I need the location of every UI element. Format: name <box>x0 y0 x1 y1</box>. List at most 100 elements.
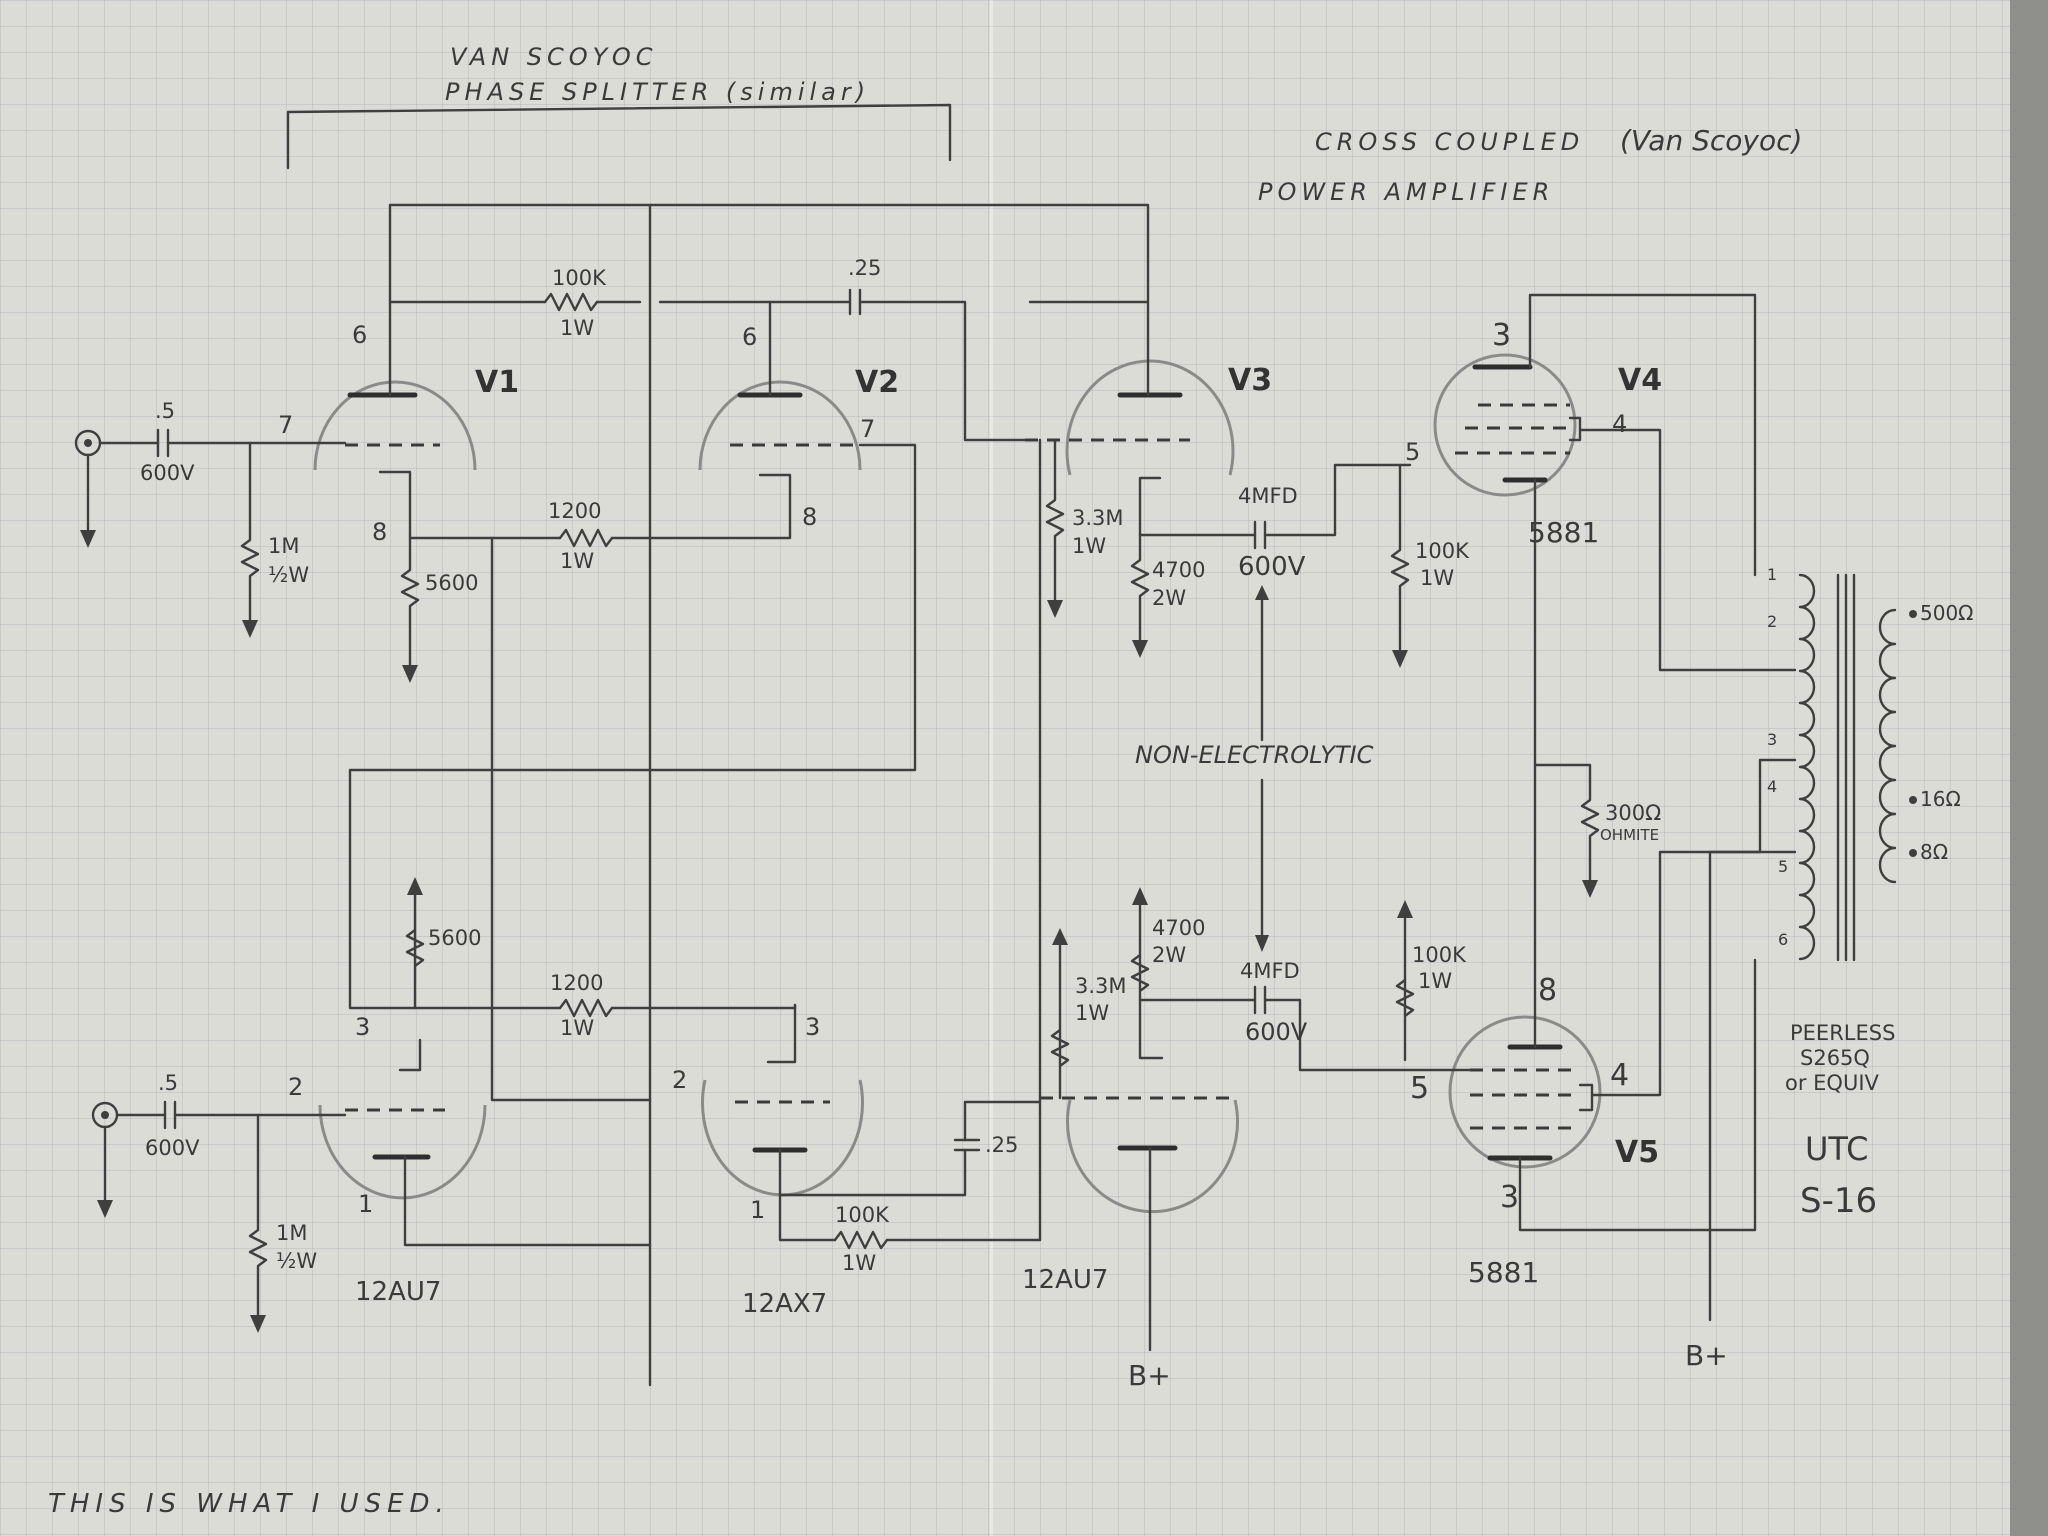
r-cath-bot-a-watt: 1W <box>560 1016 594 1040</box>
input-jack-top-center <box>84 439 92 447</box>
v5-pin-grid: 5 <box>1410 1071 1429 1106</box>
ground-icon <box>97 1200 113 1218</box>
title-van-scoyoc: VAN SCOYOC <box>450 43 658 71</box>
resistor-3m3-top <box>1045 438 1065 602</box>
v2b-cathode <box>766 1003 797 1064</box>
v2b-pin-cathode: 3 <box>805 1013 820 1041</box>
ground-icon <box>1582 880 1598 898</box>
tap-16-dot <box>1909 796 1917 804</box>
r-v5-grid-watt: 1W <box>1418 969 1452 993</box>
v5-type: 5881 <box>1468 1256 1539 1289</box>
bplus-right-label: B+ <box>1685 1339 1728 1372</box>
xfmr-pin-1: 1 <box>1767 565 1777 584</box>
v2-pin-grid: 7 <box>860 415 875 443</box>
v1b-pin-grid: 2 <box>288 1073 303 1101</box>
resistor-100k-v5 <box>1395 908 1415 1062</box>
v2b-envelope <box>701 1079 864 1197</box>
r-v3b-load-watt: 2W <box>1152 943 1186 967</box>
ground-arrow-up-icon <box>1132 887 1148 905</box>
v2-tube-type: 12AX7 <box>742 1289 827 1319</box>
xfmr-pin-3: 3 <box>1767 730 1777 749</box>
v4-pin-screen: 4 <box>1612 410 1627 438</box>
wire-couple-bot <box>1138 998 1472 1072</box>
resistor-4700-bottom <box>1130 898 1150 1002</box>
ground-icon <box>80 530 96 548</box>
v2-pin-cathode: 8 <box>802 503 817 531</box>
tap-8-label: 8Ω <box>1920 840 1948 864</box>
v1-pin-cathode: 8 <box>372 518 387 546</box>
cap-fb-bot-value: .25 <box>985 1133 1018 1157</box>
r-cath-top-b-value: 5600 <box>425 571 478 595</box>
v4-pin-grid: 5 <box>1405 438 1420 466</box>
cap-in-top-volt: 600V <box>140 461 195 485</box>
v3-envelope <box>1065 359 1235 476</box>
v4-pin-plate: 3 <box>1492 318 1511 353</box>
xfmr-model-equiv: or EQUIV <box>1785 1071 1880 1095</box>
v4-envelope <box>1433 353 1577 497</box>
v2-cathode <box>758 473 792 537</box>
resistor-100k-bottom <box>833 1230 889 1250</box>
footnote-text: THIS IS WHAT I USED. <box>48 1489 450 1519</box>
v3-label: V3 <box>1228 363 1272 398</box>
resistor-1200-top <box>558 528 614 548</box>
resistor-300-ohmite <box>1533 763 1600 882</box>
r-fb-bot-value: 100K <box>835 1203 890 1227</box>
title-van-scoyoc-note: (Van Scoyoc) <box>1620 124 1802 157</box>
v3b-envelope <box>1066 1099 1239 1214</box>
wire-v2b-plate <box>778 1148 837 1242</box>
r-v3b-load-value: 4700 <box>1152 916 1205 940</box>
r-v4-grid-watt: 1W <box>1420 566 1454 590</box>
xfmr-pin-2: 2 <box>1767 612 1777 631</box>
cap-couple-bot-volt: 600V <box>1245 1018 1308 1046</box>
xfmr-pin-5: 5 <box>1778 857 1788 876</box>
resistor-100k-top <box>543 292 599 312</box>
ground-icon <box>1047 600 1063 618</box>
title-power-amplifier: POWER AMPLIFIER <box>1258 178 1554 206</box>
wire-v5-plate <box>1518 958 1757 1232</box>
r-fb-top-value: 100K <box>552 266 607 290</box>
r-v3b-grid-value: 3.3M <box>1075 974 1127 998</box>
v4-label: V4 <box>1618 363 1662 398</box>
wire-cath-bot-2 <box>610 1003 797 1010</box>
v2b-pin-plate: 1 <box>750 1196 765 1224</box>
v4-type: 5881 <box>1528 516 1599 549</box>
r-v3-load-value: 4700 <box>1152 558 1205 582</box>
wire-center-tap <box>1708 758 1797 854</box>
resistor-4700-top <box>1130 533 1150 642</box>
v1b-pin-plate: 1 <box>358 1190 373 1218</box>
v1b-envelope <box>318 1104 487 1200</box>
r-cath-bot-b-value: 5600 <box>428 926 481 950</box>
v5-envelope <box>1448 1015 1602 1169</box>
r-grid-top-value: 1M <box>268 534 299 558</box>
resistor-1m-top <box>240 441 260 622</box>
v3b-cathode <box>1138 998 1164 1060</box>
wire-top-bus <box>388 203 1150 397</box>
title-cross-coupled: CROSS COUPLED <box>1315 128 1584 156</box>
wire-fb-bot-cap <box>778 1148 967 1197</box>
v2-label: V2 <box>855 365 899 400</box>
r-cath-top-a-watt: 1W <box>560 549 594 573</box>
r-v4-grid-value: 100K <box>1415 539 1470 563</box>
wire-couple-top <box>1138 463 1412 537</box>
transformer-secondary <box>1878 608 1897 884</box>
ground-arrow-up-icon <box>1397 900 1413 918</box>
v5-pin-screen: 4 <box>1610 1058 1629 1093</box>
v5-screen-link <box>1578 1083 1594 1112</box>
ground-arrow-up-icon <box>407 877 423 895</box>
xfmr-model-peerless: PEERLESS <box>1790 1021 1895 1045</box>
phase-splitter-bracket <box>286 103 952 170</box>
resistor-100k-v4 <box>1390 463 1410 652</box>
r-v3-grid-value: 3.3M <box>1072 506 1124 530</box>
v5-label: V5 <box>1615 1135 1659 1170</box>
cap-in-top-value: .5 <box>155 399 175 423</box>
r-cath-top-a-value: 1200 <box>548 499 601 523</box>
resistor-5600-top <box>400 533 420 667</box>
bplus-left-label: B+ <box>1128 1359 1171 1392</box>
v3-cathode <box>1138 476 1162 537</box>
v2-envelope <box>698 380 862 471</box>
cap-couple-bot-value: 4MFD <box>1240 959 1300 983</box>
v5-pin-cathode: 8 <box>1538 973 1557 1008</box>
resistor-1m-bottom <box>248 1113 268 1317</box>
